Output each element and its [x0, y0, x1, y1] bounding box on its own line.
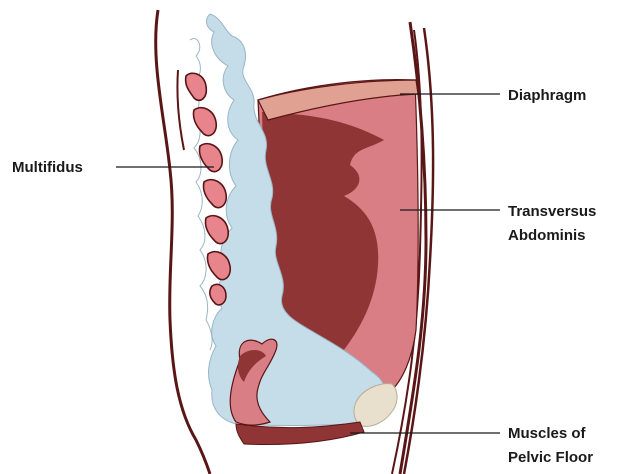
- multifidus-segment: [205, 216, 228, 244]
- multifidus-muscle: [186, 73, 231, 305]
- multifidus-segment: [203, 180, 226, 208]
- back-contour-inner: [177, 70, 184, 150]
- transversus-label-line2: Abdominis: [508, 227, 586, 244]
- diaphragm-label: Diaphragm: [508, 87, 586, 104]
- pelvic-floor-label-line1: Muscles of: [508, 425, 587, 442]
- multifidus-segment: [193, 108, 216, 136]
- multifidus-segment: [186, 73, 207, 100]
- multifidus-segment: [210, 284, 226, 304]
- pelvic-floor-label-line2: Pelvic Floor: [508, 449, 593, 466]
- multifidus-label: Multifidus: [12, 159, 83, 176]
- transversus-label-line1: Transversus: [508, 203, 596, 220]
